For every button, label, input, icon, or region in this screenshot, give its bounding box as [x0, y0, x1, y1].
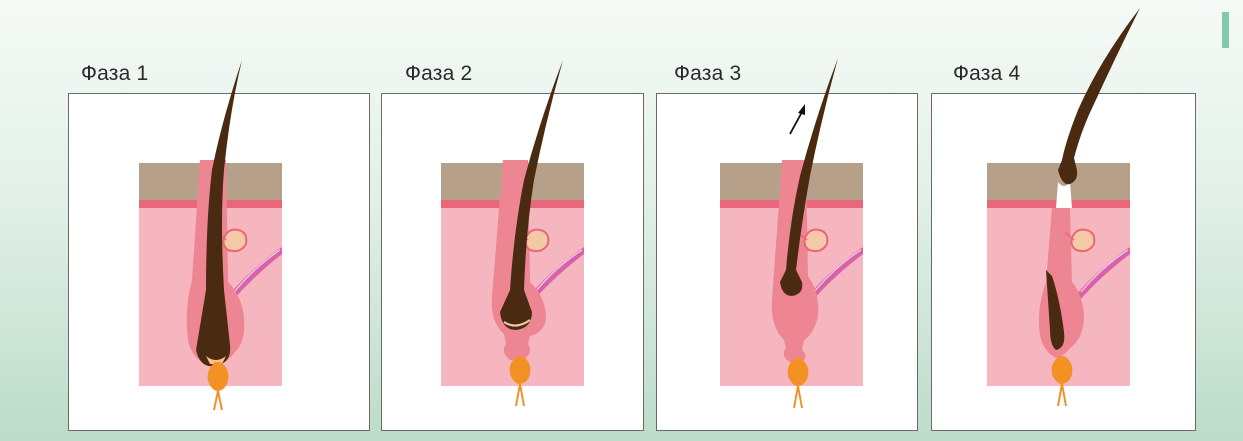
old-hair — [1058, 8, 1140, 184]
papilla-roots — [214, 391, 222, 410]
phase-4-illustration — [987, 8, 1140, 406]
phase-2-illustration — [441, 60, 584, 406]
arrow-up-icon — [790, 104, 805, 134]
phase-1-illustration — [139, 60, 282, 410]
phase-3-illustration — [720, 58, 863, 408]
sebaceous-gland — [224, 230, 247, 251]
